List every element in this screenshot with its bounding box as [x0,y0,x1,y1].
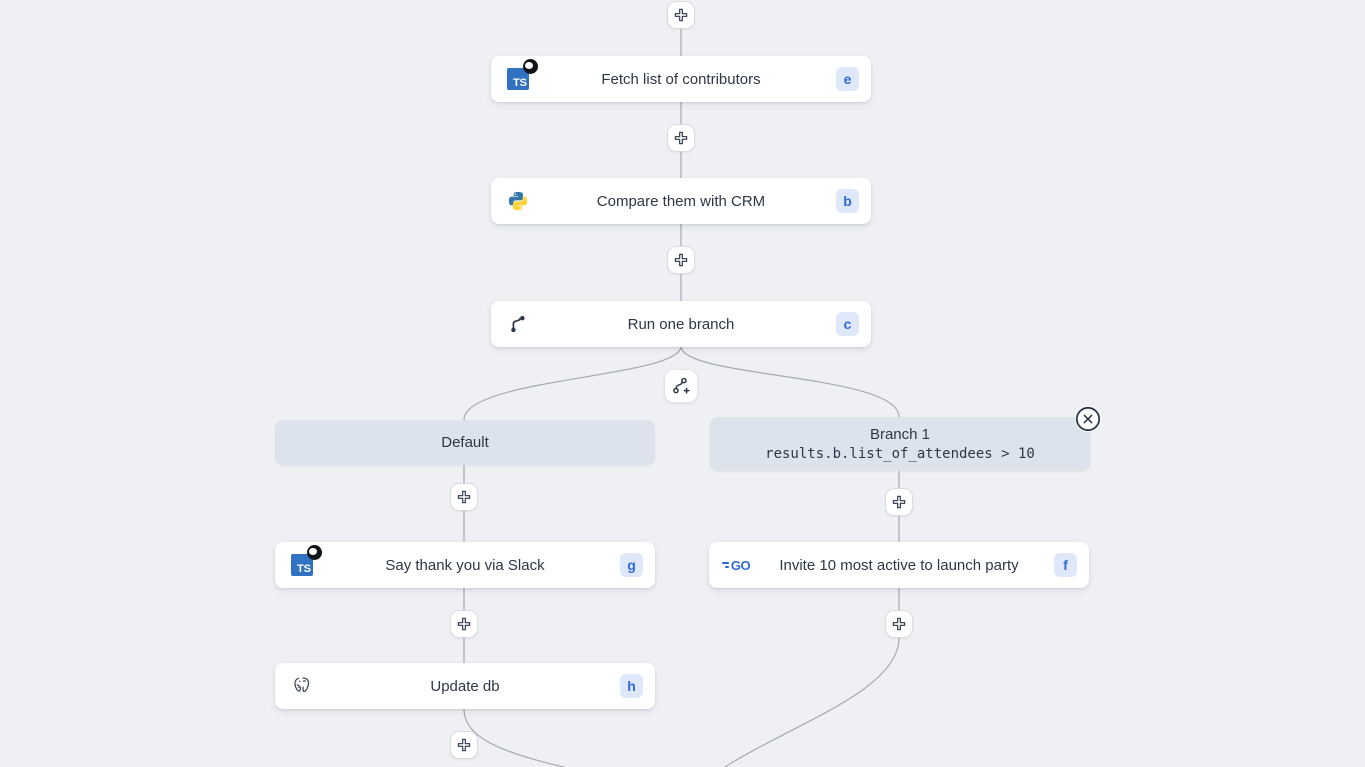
branch-header-default[interactable]: Default [275,420,655,465]
plus-icon [457,490,471,504]
plus-icon [892,617,906,631]
branch-header-branch1[interactable]: Branch 1 results.b.list_of_attendees > 1… [710,417,1090,471]
plus-icon [674,253,688,267]
step-say-thank-you-via-slack[interactable]: TS Say thank you via Slack g [275,542,655,588]
step-title: Say thank you via Slack [385,556,545,574]
add-step-button-branch1-2[interactable] [885,610,913,638]
close-icon [1075,406,1101,432]
step-id-badge: e [836,67,859,91]
step-update-db[interactable]: Update db h [275,663,655,709]
add-step-button-branch1-1[interactable] [885,488,913,516]
step-title: Compare them with CRM [596,192,766,210]
plus-icon [674,131,688,145]
step-id-badge: b [836,189,859,213]
step-run-one-branch[interactable]: Run one branch c [491,301,871,347]
typescript-icon: TS [505,59,538,92]
plus-icon [892,495,906,509]
step-id-badge: h [620,674,643,698]
deno-icon [523,59,538,74]
remove-branch-button[interactable] [1075,406,1101,432]
branch-label: Branch 1 [869,426,931,443]
step-fetch-list-of-contributors[interactable]: TS Fetch list of contributors e [491,56,871,102]
step-title: Fetch list of contributors [601,70,761,88]
typescript-logo: TS [291,554,313,576]
step-compare-them-with-crm[interactable]: Compare them with CRM b [491,178,871,224]
python-icon [505,188,531,214]
branch-label: Default [441,434,489,451]
add-step-button-default-1[interactable] [450,483,478,511]
step-title: Invite 10 most active to launch party [779,556,1019,574]
git-branch-icon [505,311,531,337]
step-title: Update db [430,677,500,695]
add-step-button-default-3[interactable] [450,731,478,759]
add-step-button-1[interactable] [667,124,695,152]
step-id-badge: c [836,312,859,336]
branch-condition: results.b.list_of_attendees > 10 [765,446,1035,462]
step-title: Run one branch [627,315,735,333]
step-id-badge: g [620,553,643,577]
step-invite-10-most-active-to-launch-party[interactable]: GO Invite 10 most active to launch party… [709,542,1089,588]
add-branch-button[interactable] [664,369,698,403]
plus-icon [457,738,471,752]
typescript-logo: TS [507,68,529,90]
plus-icon [457,617,471,631]
git-branch-plus-icon [673,377,690,394]
add-step-button-top[interactable] [667,1,695,29]
step-id-badge: f [1054,553,1077,577]
go-icon: GO [721,552,751,578]
go-logo: GO [730,557,751,573]
add-step-button-default-2[interactable] [450,610,478,638]
deno-icon [307,545,322,560]
add-step-button-2[interactable] [667,246,695,274]
postgresql-icon [289,673,315,699]
plus-icon [674,8,688,22]
typescript-icon: TS [289,545,322,578]
